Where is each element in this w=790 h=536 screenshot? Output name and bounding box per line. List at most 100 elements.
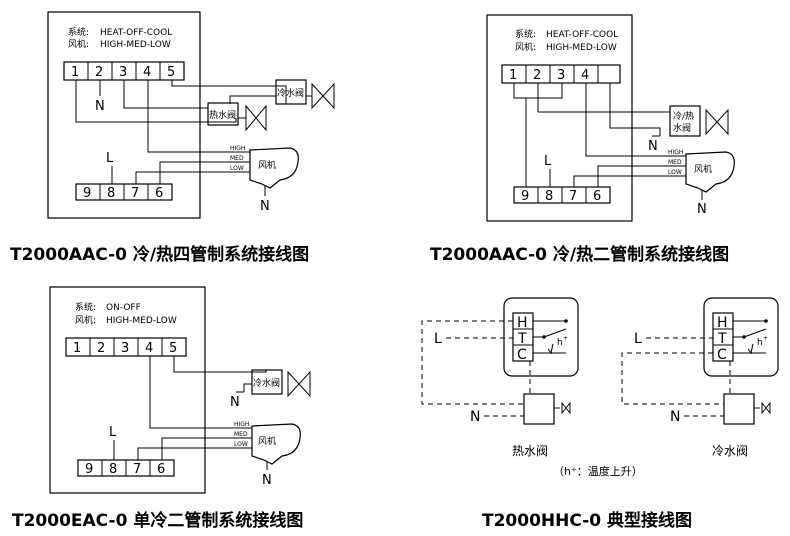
fan-label-text: 风机 (258, 435, 276, 447)
system-label: 系统: (75, 301, 96, 313)
caption-two-pipe: T2000AAC-0 冷/热二管制系统接线图 (430, 244, 729, 265)
hplus-label: h (557, 338, 563, 348)
l-label-right: L (634, 331, 642, 347)
terminal-5: 5 (167, 65, 175, 80)
hplus-note: （h⁺：温度上升） (553, 464, 643, 478)
l-label-left: L (434, 331, 442, 347)
terminal-9: 9 (85, 462, 93, 477)
terminal-7: 7 (569, 189, 577, 204)
terminal-2: 2 (533, 68, 541, 83)
fan-label-text: 风机 (258, 159, 276, 171)
cold-valve-caption: 冷水阀 (712, 444, 748, 458)
terminal-7: 7 (133, 462, 141, 477)
line-label: L (544, 154, 552, 169)
cold-hot-valve-label-1: 冷/热 (673, 110, 694, 122)
cold-valve-label: 冷水阀 (277, 87, 304, 99)
terminal-3: 3 (119, 65, 127, 80)
cold-hot-valve-label-2: 水阀 (673, 122, 691, 134)
valve-icon (705, 108, 729, 136)
fan-speeds: HIGH-MED-LOW (546, 43, 617, 53)
med-label: MED (668, 159, 682, 166)
diagram-two-pipe-heat-cool: 系统: HEAT-OFF-COOL 风机: HIGH-MED-LOW 1 2 3… (430, 14, 735, 265)
c-terminal: C (517, 347, 527, 363)
terminal-block-top (501, 64, 621, 84)
t-terminal: T (717, 331, 727, 347)
low-label: LOW (668, 169, 682, 176)
low-label: LOW (230, 165, 244, 172)
valve-icon (287, 370, 311, 398)
terminal-8: 8 (109, 462, 117, 477)
h-terminal: H (717, 315, 728, 331)
low-label: LOW (234, 441, 248, 448)
hot-valve-label: 热水阀 (209, 109, 236, 121)
n-label-left: N (470, 409, 480, 425)
high-label: HIGH (668, 149, 683, 156)
cold-hot-valve-box (669, 105, 701, 137)
terminal-6: 6 (157, 462, 165, 477)
fan-label: 风机: (68, 38, 89, 50)
terminal-9: 9 (521, 189, 529, 204)
n-label-right: N (670, 409, 680, 425)
fan-speeds: HIGH-MED-LOW (106, 316, 177, 326)
switch-arrow-icon (747, 343, 754, 355)
med-label: MED (230, 155, 244, 162)
valve-neutral-label: N (230, 395, 240, 410)
cold-valve-label: 冷水阀 (253, 377, 280, 389)
fan-label: 风机: (515, 41, 536, 53)
terminal-1: 1 (509, 68, 517, 83)
fan-icon (251, 423, 301, 465)
fan-neutral-label: N (697, 202, 707, 217)
terminal-6: 6 (593, 189, 601, 204)
terminal-8: 8 (107, 186, 115, 201)
fan-icon (685, 151, 735, 193)
fan-label-text: 风机 (694, 163, 712, 175)
line-label: L (109, 425, 117, 440)
diagram-typical: H T C h + L N 热水阀 H T C h (421, 297, 779, 531)
caption-cool-only: T2000EAC-0 单冷二管制系统接线图 (12, 510, 303, 531)
high-label: HIGH (234, 421, 249, 428)
hot-valve-caption: 热水阀 (512, 444, 548, 458)
fan-label: 风机: (75, 314, 96, 326)
hot-valve-icon (561, 401, 571, 415)
c-terminal: C (717, 347, 727, 363)
h-terminal: H (517, 315, 528, 331)
diagram-four-pipe: 系统: HEAT-OFF-COOL 风机: HIGH-MED-LOW 1 2 3… (10, 11, 335, 265)
caption-typical: T2000HHC-0 典型接线图 (482, 510, 692, 531)
fan-speeds: HIGH-MED-LOW (100, 40, 171, 50)
terminal-1: 1 (73, 341, 81, 356)
terminal-6: 6 (155, 186, 163, 201)
cold-valve-box (723, 393, 755, 425)
terminal-3: 3 (121, 341, 129, 356)
terminal-9: 9 (83, 186, 91, 201)
controller-box (47, 11, 201, 219)
terminal-2: 2 (95, 65, 103, 80)
hot-valve-box (523, 393, 555, 425)
cold-valve-icon (761, 401, 771, 415)
cold-water-valve-box (251, 369, 283, 395)
line-label: L (106, 151, 114, 166)
system-label: 系统: (515, 28, 536, 40)
valve-neutral-label: N (648, 139, 658, 154)
terminal-4: 4 (581, 68, 589, 83)
system-modes: HEAT-OFF-COOL (546, 30, 618, 40)
hplus-label: h (757, 338, 763, 348)
system-modes: ON-OFF (106, 303, 141, 313)
fan-neutral-label: N (260, 199, 270, 214)
cold-water-valve-box (275, 79, 307, 105)
cold-valve-icon (311, 82, 335, 110)
switch-arrow-icon (547, 343, 554, 355)
terminal-8: 8 (545, 189, 553, 204)
caption-four-pipe: T2000AAC-0 冷/热四管制系统接线图 (10, 244, 309, 265)
terminal-3: 3 (557, 68, 565, 83)
diagram-cool-only: 系统: ON-OFF 风机: HIGH-MED-LOW 1 2 3 4 5 N … (12, 286, 311, 531)
med-label: MED (234, 431, 248, 438)
terminal-7: 7 (131, 186, 139, 201)
controller-box (486, 14, 633, 222)
t-terminal: T (517, 331, 527, 347)
system-label: 系统: (68, 26, 89, 38)
terminal-5: 5 (169, 341, 177, 356)
thermostat-box-left (503, 297, 579, 377)
terminal-2: 2 (97, 341, 105, 356)
neutral-label: N (95, 99, 105, 114)
